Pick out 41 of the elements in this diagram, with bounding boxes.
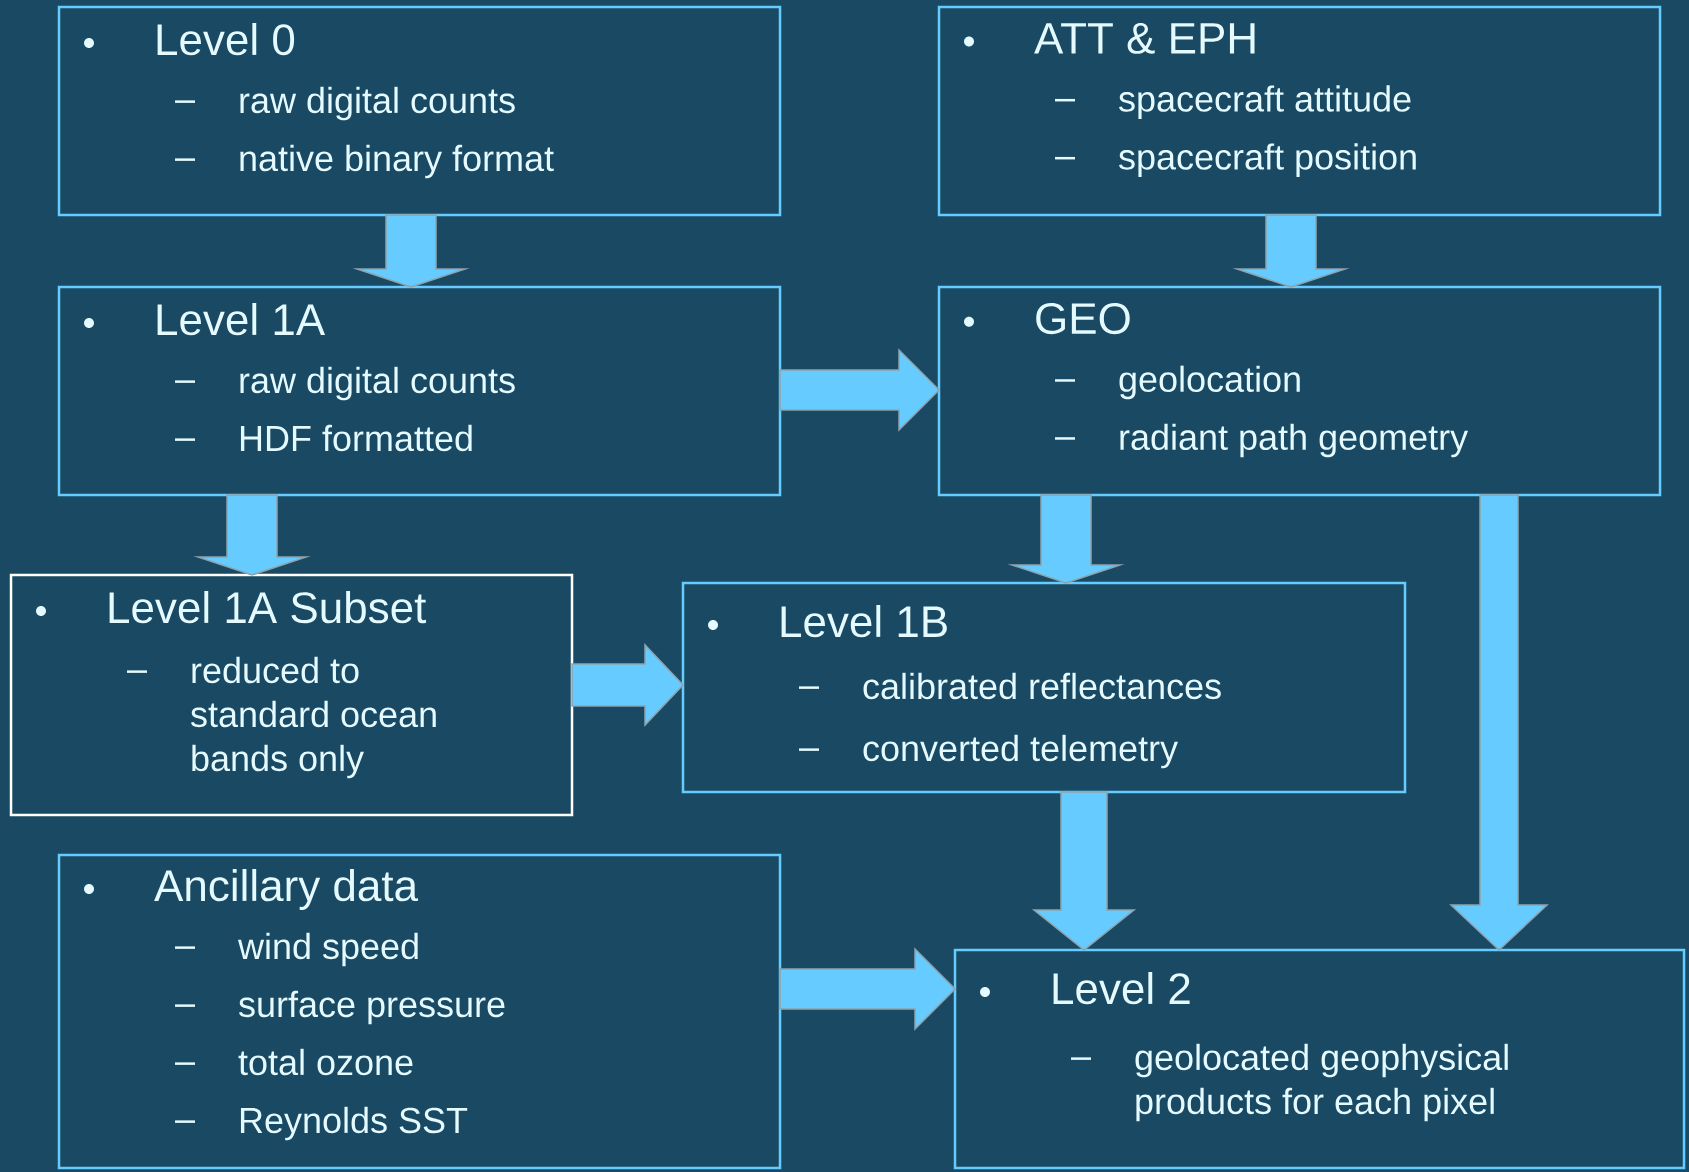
list-item: surface pressure (239, 990, 505, 1025)
list-item: spacecraft attitude (1119, 85, 1411, 119)
node-heading: Level 1A Subset (109, 591, 427, 624)
node-heading: Level 0 (157, 23, 295, 56)
block-arrow (571, 643, 685, 727)
text-box (57, 853, 782, 1170)
node-heading: Level 1A (157, 303, 326, 336)
list-item: raw digital counts (240, 366, 515, 401)
list-item: HDF formatted (240, 424, 472, 452)
text-box (57, 285, 782, 497)
list-item: converted telemetry (863, 734, 1178, 769)
list-item: geolocation (1119, 365, 1300, 400)
list-item: Reynolds SST (240, 1106, 468, 1141)
text-box (937, 5, 1662, 217)
list-item: geolocated geophysical products for each pixel (1135, 1043, 1508, 1122)
block-arrow (1232, 214, 1350, 288)
block-arrow (779, 348, 941, 432)
block-arrow (1007, 494, 1125, 584)
node-heading: GEO (1036, 303, 1130, 335)
block-arrow (1031, 791, 1137, 951)
block-arrow (1449, 494, 1549, 952)
node-heading: Level 1B (781, 605, 947, 638)
list-item: wind speed (237, 932, 418, 967)
list-item: spacecraft position (1119, 143, 1416, 177)
list-item: calibrated reflectances (863, 672, 1221, 700)
list-item: reduced to standard ocean bands only (191, 656, 436, 779)
text-box (681, 581, 1407, 794)
list-item: native binary format (240, 144, 554, 179)
block-arrow (352, 214, 470, 288)
list-item: raw digital counts (240, 86, 515, 121)
node-heading: Ancillary data (154, 869, 419, 910)
node-heading: ATT & EPH (1034, 23, 1255, 54)
block-arrow (193, 494, 311, 576)
list-item: radiant path geometry (1120, 423, 1469, 458)
text-box (937, 285, 1662, 497)
text-box (57, 5, 782, 217)
node-heading: Level 2 (1053, 972, 1190, 1005)
text-box (953, 948, 1686, 1170)
text-box (9, 573, 574, 817)
list-item: total ozone (238, 1048, 413, 1076)
block-arrow (779, 947, 957, 1031)
